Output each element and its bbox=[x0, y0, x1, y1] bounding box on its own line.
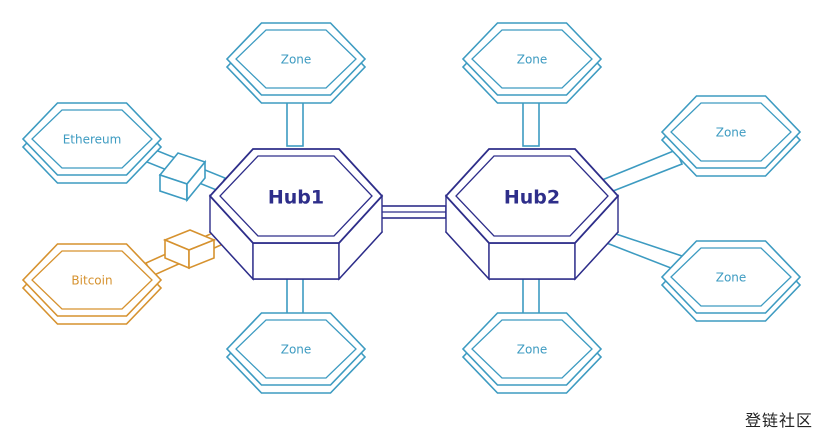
watermark: 登链社区 bbox=[744, 411, 813, 430]
zone-hub1-top-label: Zone bbox=[281, 53, 312, 67]
zone-hub2-right-bottom: Zone bbox=[660, 240, 802, 322]
nodes: ZoneZoneZoneZoneZoneZoneEthereumBitcoinH… bbox=[21, 22, 802, 394]
zone-hub2-right-bottom-label: Zone bbox=[716, 271, 747, 285]
zone-hub2-bottom: Zone bbox=[461, 312, 603, 394]
zone-hub2-top: Zone bbox=[461, 22, 603, 104]
connector-hub2-zone-top bbox=[522, 99, 540, 147]
hub-2: Hub2 bbox=[444, 148, 620, 281]
chain-bitcoin: Bitcoin bbox=[21, 243, 163, 325]
zone-hub2-bottom-label: Zone bbox=[517, 343, 548, 357]
hub-bridge bbox=[379, 205, 447, 219]
chain-bitcoin-label: Bitcoin bbox=[71, 274, 112, 288]
hub-2-label: Hub2 bbox=[504, 187, 560, 209]
hub-1-label: Hub1 bbox=[268, 187, 324, 209]
zone-hub2-top-label: Zone bbox=[517, 53, 548, 67]
zone-hub1-bottom-label: Zone bbox=[281, 343, 312, 357]
zone-hub1-top: Zone bbox=[225, 22, 367, 104]
zone-hub2-right-top: Zone bbox=[660, 95, 802, 177]
hub-1: Hub1 bbox=[208, 148, 384, 281]
chain-ethereum-label: Ethereum bbox=[63, 133, 122, 147]
zone-hub1-bottom: Zone bbox=[225, 312, 367, 394]
chain-ethereum: Ethereum bbox=[21, 102, 163, 184]
connector-hub2-zone-right-top bbox=[600, 148, 684, 195]
zone-hub2-right-top-label: Zone bbox=[716, 126, 747, 140]
connector-hub1-zone-top bbox=[286, 99, 304, 147]
ethereum-peg-link bbox=[140, 145, 227, 203]
